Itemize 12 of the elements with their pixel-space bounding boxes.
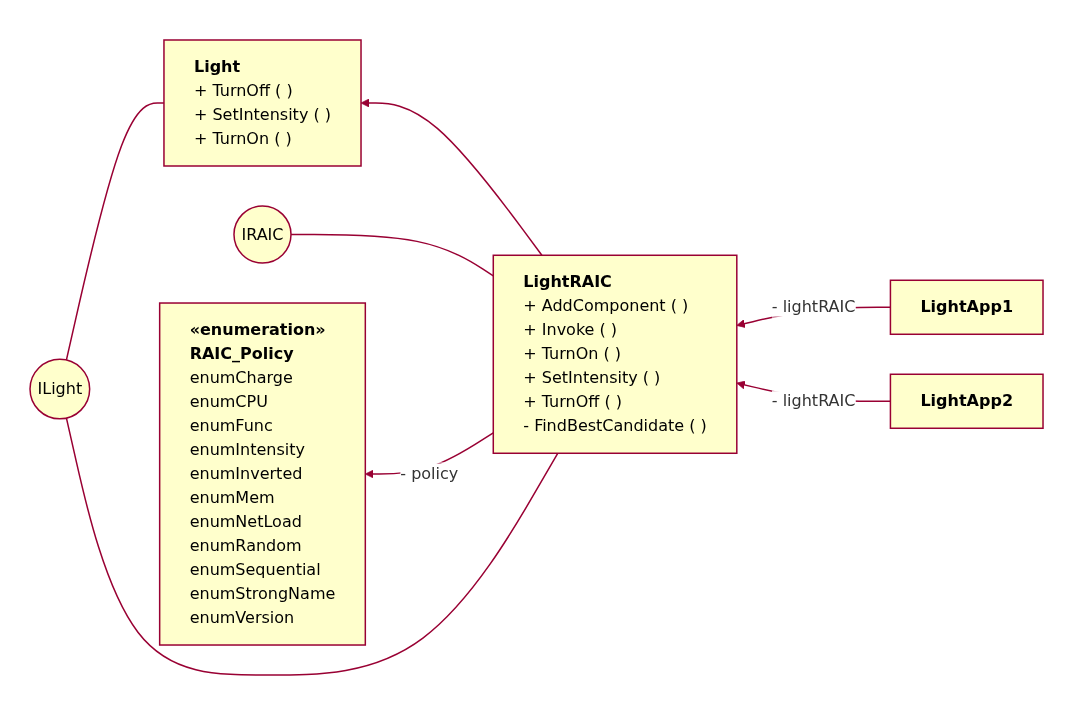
node-circle: ILight (29, 358, 91, 420)
connector (65, 417, 559, 676)
node-circle: IRAIC (233, 205, 292, 264)
edge-label: - lightRAIC (771, 391, 856, 411)
connector (290, 233, 494, 277)
node-box: «enumeration» RAIC_Policy enumCharge enumCPU enumFunc enumIntensity enumInverted enumMem enumNetLoad enumRandom enumSequential enumStrongName enumVersion (158, 302, 367, 646)
edge-label: - policy (400, 464, 459, 483)
node-box: LightRAIC + AddComponent ( ) + Invoke ( ) + TurnOn ( ) + SetIntensity ( ) + TurnOff ( ) - FindBestCandidate ( ) (492, 254, 738, 454)
node-box: Light + TurnOff ( ) + SetIntensity ( ) + TurnOn ( ) (163, 39, 362, 167)
edge-label: - lightRAIC (771, 297, 856, 317)
node-box: LightApp1 (889, 279, 1044, 335)
node-box: LightApp2 (889, 373, 1044, 429)
